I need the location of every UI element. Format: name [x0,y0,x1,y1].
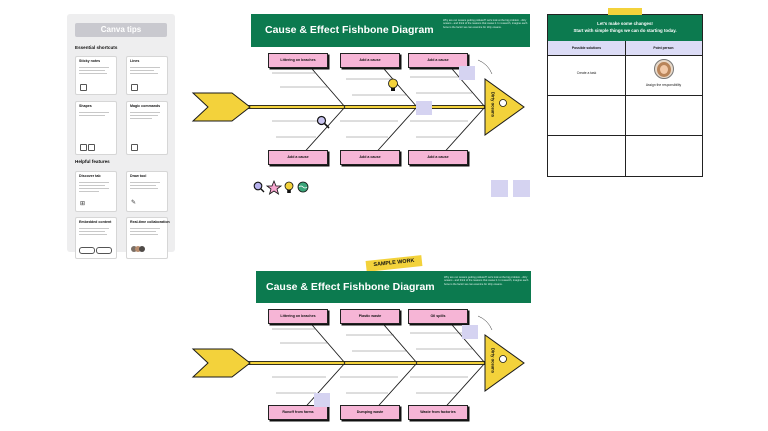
tip-card-shapes[interactable]: Shapes [75,101,117,155]
tip-card-title: Real-time collaboration [130,220,170,224]
avatar [131,246,137,252]
sticker-palette [253,180,309,195]
avatar [135,246,141,252]
tip-card-title: Embedded content [79,220,112,224]
diagram-description: Why are our oceans getting polluted? Let… [444,276,529,286]
tip-card-magic-commands[interactable]: Magic commands [126,101,168,155]
head-label-2: Dirty oceans [489,338,497,384]
solution-cell[interactable]: Create a task [576,71,597,75]
magnifier-icon [316,115,330,129]
essential-shortcuts-heading: Essential shortcuts [75,45,118,50]
star-icon [265,180,283,195]
sticky-note[interactable] [491,180,508,197]
tip-card-title: Draw tool [130,174,147,178]
diagram-description: Why are our oceans getting polluted? Let… [443,19,528,29]
tips-title: Canva tips [75,23,167,37]
key-icon [88,144,95,151]
cause-label-top-1[interactable]: Littering on beaches [268,53,328,68]
changes-table: Let's make some changes! Start with simp… [547,8,703,177]
tip-card-title: Magic commands [130,104,161,108]
tip-card-discover-tab[interactable]: Discover tab ⊞ [75,171,117,212]
head-label-text: Dirty oceans [490,347,496,374]
embed-pill-icon [96,247,112,254]
cause-label-bottom-1[interactable]: Runoff from farms [268,405,328,420]
tip-card-embedded-content[interactable]: Embedded content [75,217,117,259]
discover-icon: ⊞ [80,201,86,207]
sticky-note[interactable] [416,101,432,115]
cause-label-bottom-2[interactable]: Add a cause [340,150,400,165]
head-label-1: Dirty oceans [489,82,497,128]
tip-card-real-time-collaboration[interactable]: Real-time collaboration [126,217,170,259]
key-icon [80,84,87,91]
cause-label-bottom-3[interactable]: Add a cause [408,150,468,165]
canva-tips-panel: Canva tips Essential shortcuts Sticky no… [67,14,175,259]
cause-label-top-3[interactable]: Oil spills [408,309,468,324]
cause-label-bottom-2[interactable]: Dumping waste [340,405,400,420]
fishbone-banner-1: Cause & Effect Fishbone Diagram Why are … [251,14,530,47]
cause-label-top-2[interactable]: Plastic waste [340,309,400,324]
cause-label-top-3[interactable]: Add a cause [408,53,468,68]
tip-card-lines[interactable]: Lines [126,56,168,95]
avatar [654,59,674,79]
changes-heading-line2: Start with simple things we can do start… [573,28,677,33]
helpful-features-heading: Helpful features [75,159,110,164]
tip-card-title: Sticky notes [79,59,101,63]
diagram-title: Cause & Effect Fishbone Diagram [266,281,435,293]
person-cell[interactable]: Assign the responsibility [645,83,682,87]
magnifier-icon [253,181,265,193]
tip-card-title: Shapes [79,104,92,108]
sticky-note[interactable] [459,66,475,80]
head-label-text: Dirty oceans [490,91,496,118]
tip-card-title: Lines [130,59,140,63]
tape-tab [608,8,642,16]
changes-heading: Let's make some changes! Start with simp… [548,15,702,41]
fishbone-banner-2: Cause & Effect Fishbone Diagram Why are … [256,271,531,303]
cause-label-bottom-1[interactable]: Add a cause [268,150,328,165]
wave-icon [297,181,309,193]
lightbulb-icon [388,78,398,91]
diagram-title: Cause & Effect Fishbone Diagram [265,24,434,36]
key-icon [131,144,138,151]
key-icon [131,84,138,91]
tip-card-title: Discover tab [79,174,101,178]
pen-icon: ✎ [131,200,137,206]
cause-label-bottom-3[interactable]: Waste from factories [408,405,468,420]
lightbulb-icon [284,181,294,193]
tip-card-draw-tool[interactable]: Draw tool ✎ [126,171,168,212]
avatar [139,246,145,252]
tip-card-sticky-notes[interactable]: Sticky notes [75,56,117,95]
embed-pill-icon [79,247,95,254]
changes-heading-line1: Let's make some changes! [597,21,653,26]
sticky-note[interactable] [462,325,478,339]
sticky-note[interactable] [513,180,530,197]
key-icon [80,144,87,151]
cause-label-top-1[interactable]: Littering on beaches [268,309,328,324]
col-header-person: Point person [625,41,702,55]
col-header-solutions: Possible solutions [548,41,625,55]
cause-label-top-2[interactable]: Add a cause [340,53,400,68]
sticky-note[interactable] [314,393,330,407]
